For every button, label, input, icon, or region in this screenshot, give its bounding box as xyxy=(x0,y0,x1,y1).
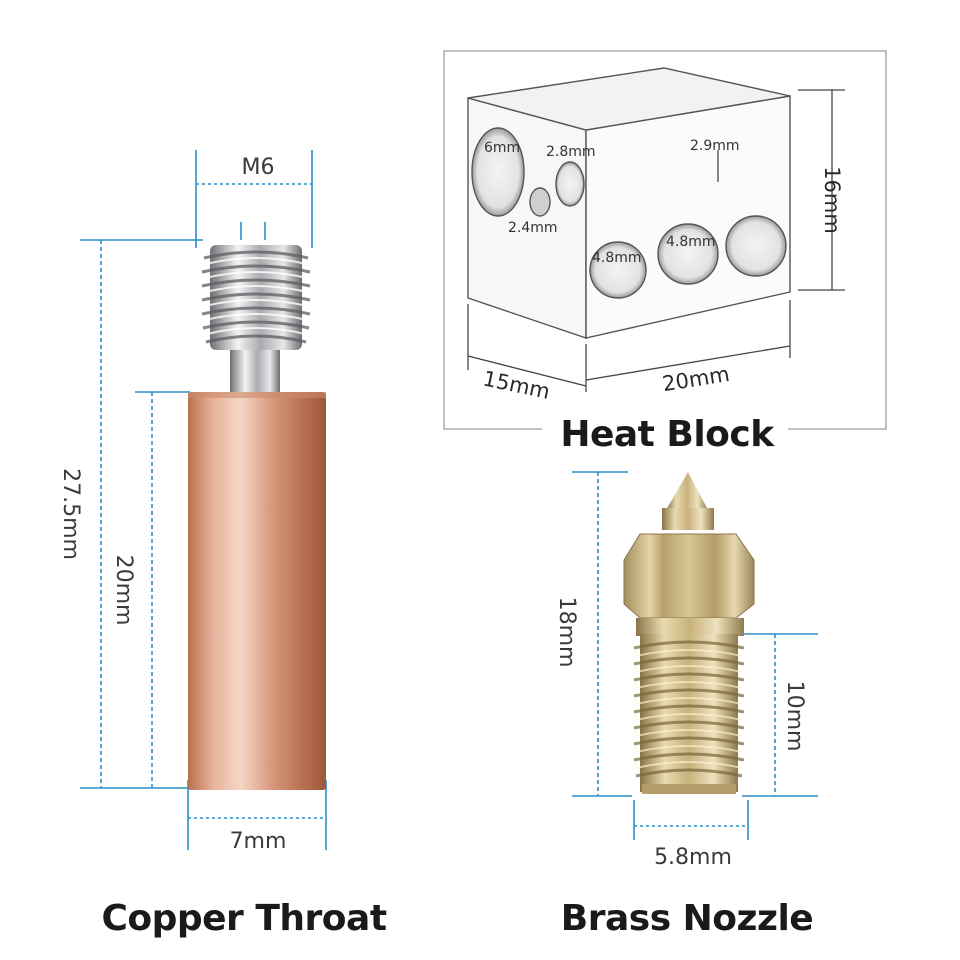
brass-nozzle: 18mm 10mm 5.8mm Brass Nozzle xyxy=(554,471,818,939)
body-length-label: 20mm xyxy=(111,555,136,626)
diameter-label: 7mm xyxy=(230,829,287,854)
copper-throat-title: Copper Throat xyxy=(101,898,386,939)
hole-label-4-8mm-b: 4.8mm xyxy=(666,234,716,250)
steel-thread xyxy=(201,245,311,350)
nozzle-tip xyxy=(666,472,708,510)
heat-block-sketch xyxy=(467,67,791,339)
copper-body xyxy=(188,392,326,790)
nozzle-length-label: 18mm xyxy=(554,597,579,668)
nozzle-hex xyxy=(623,533,755,619)
hole-label-2-4mm: 2.4mm xyxy=(508,220,558,236)
steel-neck xyxy=(230,350,280,394)
hole-label-6mm: 6mm xyxy=(484,140,520,156)
hole-label-4-8mm-a: 4.8mm xyxy=(592,250,642,266)
hole-label-2-9mm: 2.9mm xyxy=(690,138,740,154)
copper-throat: M6 27.5mm 20mm 7mm Copper Throat xyxy=(58,150,387,939)
brass-nozzle-title: Brass Nozzle xyxy=(561,898,813,939)
heat-block-title: Heat Block xyxy=(560,414,775,455)
thread-length-label: 10mm xyxy=(782,681,807,752)
thread-size-label: M6 xyxy=(242,155,275,180)
throat-dimension-lines xyxy=(80,150,327,850)
height-label: 16mm xyxy=(820,166,844,234)
hole-label-2-8mm: 2.8mm xyxy=(546,144,596,160)
nozzle-dimension-lines xyxy=(572,471,818,840)
nozzle-diameter-label: 5.8mm xyxy=(654,845,732,870)
total-length-label: 27.5mm xyxy=(58,468,83,560)
heat-block-dimension-lines xyxy=(467,89,845,392)
heat-block: 6mm 2.8mm 2.9mm 2.4mm 4.8mm 4.8mm 16mm 1… xyxy=(443,50,887,455)
